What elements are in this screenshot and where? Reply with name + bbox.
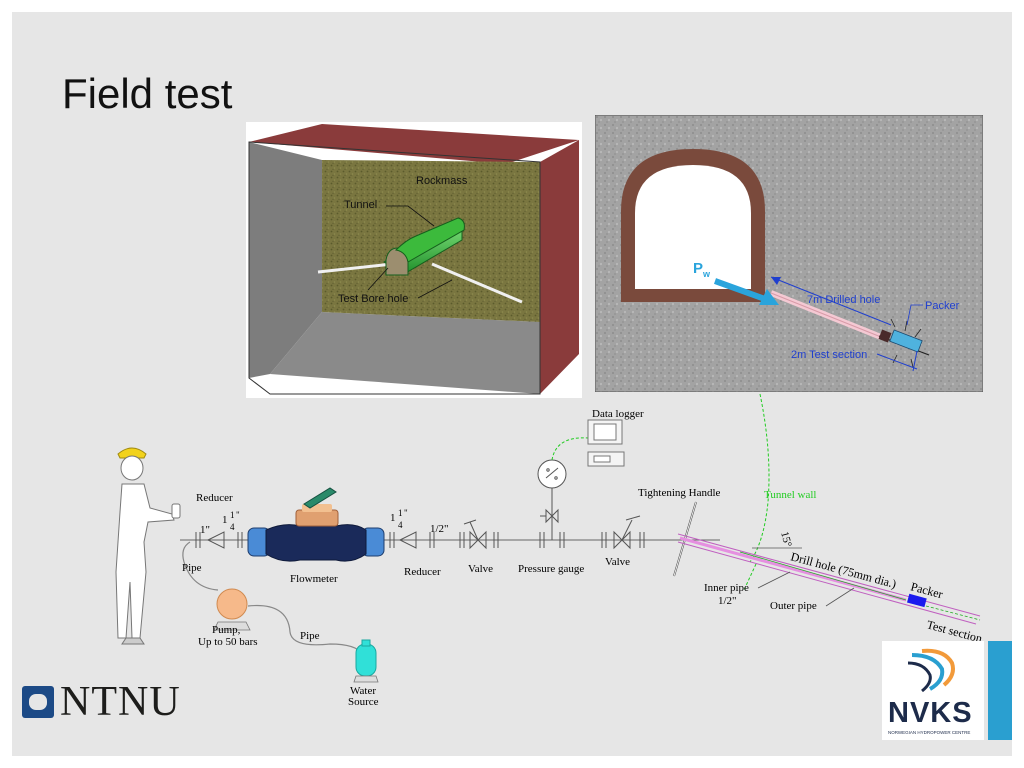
dim-7m-line <box>770 276 892 326</box>
valve-left-symbol <box>459 519 499 550</box>
svg-text:1: 1 <box>230 510 235 520</box>
box-left-face <box>249 142 322 378</box>
leader-inner-pipe <box>757 571 791 589</box>
test-section-line <box>925 605 981 621</box>
label-valve-left: Valve <box>468 563 493 575</box>
hose-water <box>247 604 363 655</box>
ntnu-wordmark: NTNU <box>60 679 181 725</box>
label-drill-hole: Drill hole (75mm dia.) <box>789 549 898 591</box>
logger-cable <box>551 437 589 461</box>
bore-hole-left <box>317 262 393 274</box>
tunnel-section-diagram: Pw 7m Drilled hole Packer 2m Test sectio… <box>595 115 983 392</box>
label-reducer-mid: Reducer <box>404 566 441 578</box>
leader-bore-hole-2 <box>367 267 389 291</box>
label-7m-drilled-hole: 7m Drilled hole <box>807 294 880 306</box>
data-logger-icon <box>587 419 625 467</box>
label-inner-pipe: Inner pipe <box>704 582 749 594</box>
bore-hole-right <box>431 262 523 304</box>
tunnel-opening <box>635 165 751 289</box>
label-pw: Pw <box>693 260 711 279</box>
pw-arrow-head <box>759 289 779 305</box>
ntnu-logo: NTNU <box>22 679 181 725</box>
leader-outer-pipe <box>825 587 855 607</box>
label-valve-right: Valve <box>605 556 630 568</box>
svg-text:4: 4 <box>230 522 235 532</box>
box-outline <box>248 141 541 395</box>
pressure-gauge-symbol <box>537 459 567 548</box>
label-flowmeter: Flowmeter <box>290 573 338 585</box>
box-top-face <box>249 124 579 164</box>
pump-icon <box>216 588 248 620</box>
label-water-1: Water <box>350 685 376 697</box>
svg-text:1: 1 <box>222 514 228 526</box>
packer-symbol <box>907 593 927 608</box>
slide-title: Field test <box>62 70 233 117</box>
ntnu-mark-icon <box>22 686 54 718</box>
box-right-face <box>540 140 579 394</box>
tunnel-shape <box>383 217 465 276</box>
drill-hole-lower <box>677 541 977 625</box>
label-reducer-left: Reducer <box>196 492 233 504</box>
leader-tunnel <box>386 205 435 227</box>
reducer-mid-symbol <box>389 531 435 549</box>
nvks-swirl-icon <box>907 648 955 693</box>
nvks-logo: NVKS NORWEGIAN HYDROPOWER CENTRE <box>882 641 984 740</box>
valve-right-symbol <box>601 515 645 550</box>
outer-pipe <box>739 551 907 601</box>
flowmeter-icon <box>247 487 385 562</box>
drilled-hole-edge <box>770 292 882 338</box>
label-pressure-gauge: Pressure gauge <box>518 563 584 575</box>
label-pump-1: Pump, <box>212 624 241 636</box>
packer-assembly <box>878 318 930 368</box>
label-packer: Packer <box>925 300 960 312</box>
rockmass-3d-diagram: Rockmass Tunnel Test Bore hole <box>246 122 582 398</box>
test-setup-schematic: Tunnel wall Pipe Pump, Up to 50 bars Pip… <box>115 393 984 708</box>
svg-text:1: 1 <box>398 508 403 518</box>
dim-test-section-tick <box>912 350 918 372</box>
nvks-accent-bar <box>988 641 1012 740</box>
label-tunnel: Tunnel <box>344 199 377 211</box>
pw-arrow-shaft <box>713 278 767 302</box>
label-tunnel-wall: Tunnel wall <box>764 489 816 501</box>
label-data-logger: Data logger <box>592 408 644 420</box>
size-1-1-4-mid: 1 1 4 " <box>390 508 408 530</box>
nvks-subtitle: NORWEGIAN HYDROPOWER CENTRE <box>888 730 971 735</box>
dim-7m-arrow <box>771 277 781 285</box>
tunnel-wall-line <box>749 393 770 563</box>
label-tightening-handle: Tightening Handle <box>638 487 721 499</box>
svg-text:": " <box>236 510 240 520</box>
leader-packer <box>906 304 923 326</box>
label-pump-2: Up to 50 bars <box>198 636 258 648</box>
label-size-half-in: 1/2" <box>430 523 449 535</box>
label-test-bore-hole: Test Bore hole <box>338 293 408 305</box>
box-floor <box>270 312 540 394</box>
label-inner-pipe-size: 1/2" <box>718 595 737 607</box>
nvks-wordmark: NVKS <box>888 697 973 729</box>
size-1-1-4-left: 1 1 4 " <box>222 510 240 532</box>
svg-text:1: 1 <box>390 512 396 524</box>
label-2m-test-section: 2m Test section <box>791 349 867 361</box>
label-size-1in: 1" <box>200 524 210 536</box>
label-water-2: Source <box>348 696 379 708</box>
water-source-icon <box>353 639 379 683</box>
pump-base <box>213 621 251 631</box>
svg-text:4: 4 <box>398 520 403 530</box>
label-pipe-left: Pipe <box>182 562 202 574</box>
svg-text:": " <box>404 508 408 518</box>
hose-left <box>182 541 219 591</box>
inner-pipe <box>679 536 907 602</box>
leader-bore-hole <box>417 279 453 299</box>
dim-test-section-line <box>876 353 918 370</box>
reducer-left-symbol <box>195 531 243 549</box>
label-outer-pipe: Outer pipe <box>770 600 817 612</box>
drill-hole-upper <box>677 533 981 617</box>
label-rockmass: Rockmass <box>416 175 468 187</box>
label-angle: 15° <box>778 530 794 548</box>
label-pipe-bottom: Pipe <box>300 630 320 642</box>
worker-figure <box>115 447 181 645</box>
